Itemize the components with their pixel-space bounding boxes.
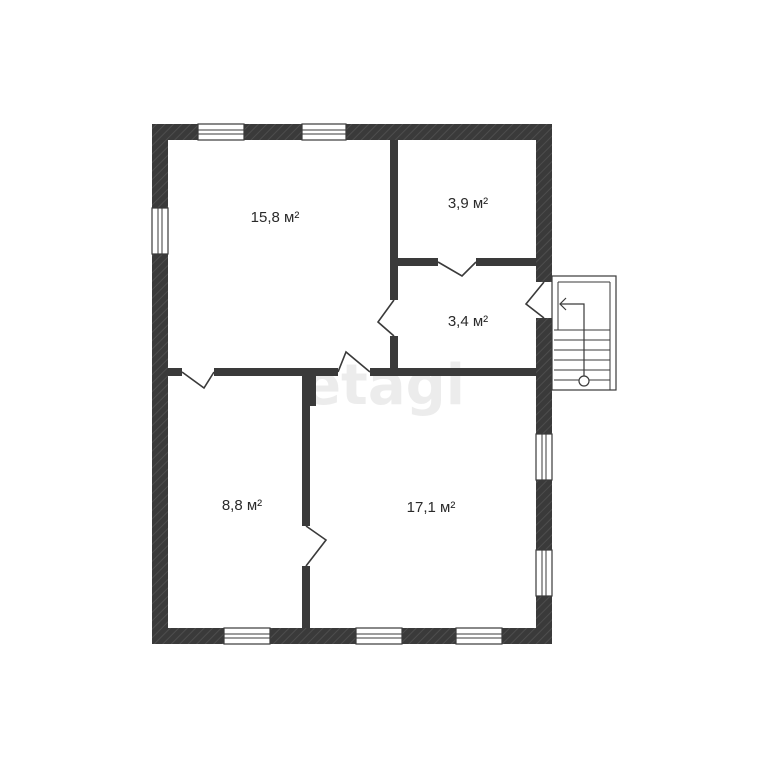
wall-storage-bottom-right [476, 258, 536, 266]
room-label-main: 17,1 м² [407, 499, 456, 516]
stair-arrow-head [559, 297, 567, 311]
door-storage-hall [437, 261, 477, 278]
door-entrance [524, 281, 545, 319]
wall-middle-right [370, 368, 536, 376]
windows [151, 123, 553, 645]
wall-middle-left [168, 368, 182, 376]
wall-bedroom-right-lower [302, 566, 310, 628]
room-label-living: 15,8 м² [251, 209, 300, 226]
watermark-text: etagi [303, 353, 465, 418]
room-label-hall: 3,4 м² [448, 313, 488, 330]
room-label-bedroom: 8,8 м² [222, 497, 262, 514]
stair-steps [554, 329, 610, 381]
window-top-right [301, 123, 347, 141]
doors [181, 261, 545, 567]
door-main-living [337, 350, 371, 373]
wall-living-right-lower [390, 336, 398, 370]
wall-bedroom-right-upper [302, 376, 310, 526]
staircase [551, 275, 617, 391]
door-living-hall [376, 299, 395, 337]
stair-arrow-path [560, 303, 585, 376]
wall-jog [310, 376, 316, 406]
door-bedroom-main [305, 525, 328, 567]
wall-top [152, 124, 552, 140]
wall-left [152, 124, 168, 644]
window-bottom-middle [355, 627, 403, 645]
wall-living-right-upper [390, 140, 398, 300]
stair-start-circle [578, 375, 590, 387]
window-bottom-left [223, 627, 271, 645]
entrance-gap [536, 282, 552, 318]
room-label-storage: 3,9 м² [448, 195, 488, 212]
window-right-upper [535, 433, 553, 481]
door-bedroom-living [181, 371, 215, 390]
window-bottom-right [455, 627, 503, 645]
wall-right [536, 124, 552, 644]
window-left [151, 207, 169, 255]
wall-middle-center [214, 368, 338, 376]
stair-outline [551, 275, 617, 391]
window-right-lower [535, 549, 553, 597]
window-top-left [197, 123, 245, 141]
wall-storage-bottom-left [398, 258, 438, 266]
interior-walls [168, 140, 536, 628]
